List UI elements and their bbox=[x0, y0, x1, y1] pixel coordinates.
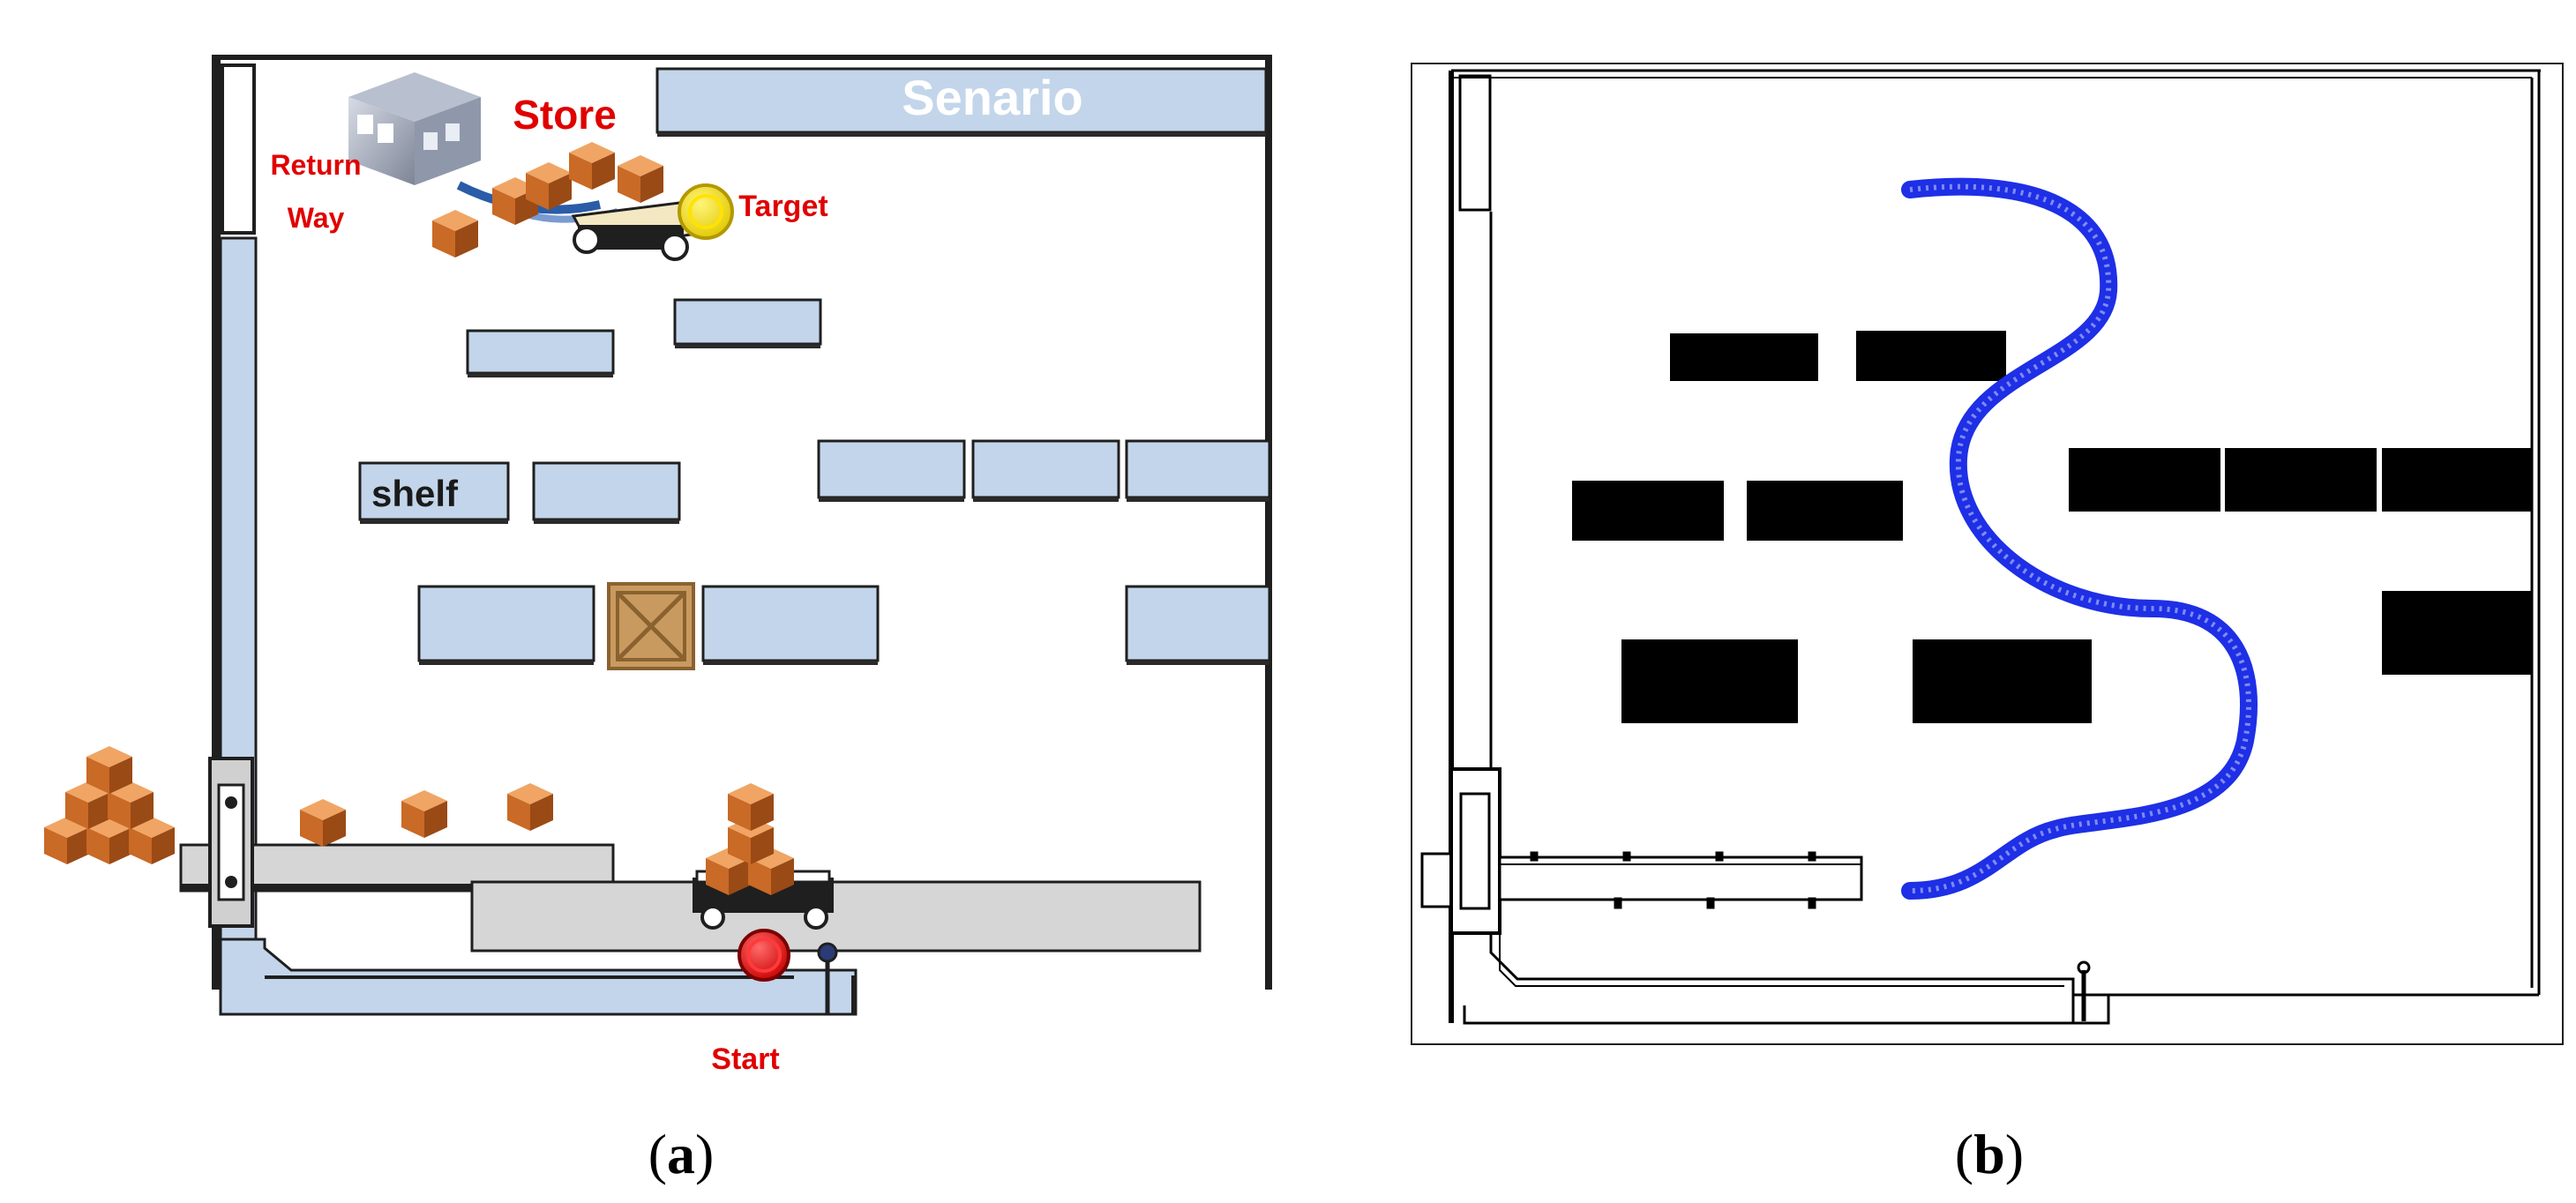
target-marker-icon bbox=[678, 183, 734, 240]
shelf-label: shelf bbox=[371, 473, 459, 514]
shelf-block bbox=[673, 298, 822, 346]
start-label: Start bbox=[711, 1042, 779, 1076]
obstacle-block bbox=[1856, 331, 2006, 381]
obstacle-block bbox=[1913, 639, 2092, 723]
planned-path bbox=[1901, 177, 2258, 900]
cart-icon bbox=[571, 201, 700, 261]
cardboard-box-icon bbox=[300, 783, 553, 847]
obstacle-block bbox=[2382, 591, 2532, 675]
store-label: Store bbox=[513, 92, 617, 138]
panel-b-conveyor bbox=[1420, 767, 1863, 935]
return-way-label-line1: Return bbox=[270, 149, 361, 181]
target-label: Target bbox=[738, 190, 827, 223]
shelf-block bbox=[466, 329, 615, 375]
start-marker-icon bbox=[738, 929, 838, 1014]
cardboard-box-icon bbox=[44, 746, 175, 864]
obstacle-block bbox=[1670, 333, 1818, 381]
panel-a-shelves bbox=[358, 298, 1271, 665]
panel-a-walls bbox=[212, 55, 1272, 1016]
return-way-label-line2: Way bbox=[288, 202, 345, 234]
obstacle-block bbox=[1621, 639, 1798, 723]
panel-b-obstacles bbox=[1572, 331, 2532, 723]
obstacle-block bbox=[2225, 448, 2377, 512]
obstacle-block bbox=[1747, 481, 1903, 541]
shelf-block bbox=[701, 585, 880, 662]
shelf-block bbox=[971, 439, 1120, 499]
obstacle-block bbox=[2382, 448, 2532, 512]
obstacle-block bbox=[2069, 448, 2220, 512]
wooden-crate-icon bbox=[607, 582, 695, 670]
shelf-block bbox=[1125, 585, 1271, 662]
conveyor bbox=[179, 757, 1202, 953]
caption-a: (a) bbox=[648, 1123, 715, 1185]
panel-a: Senario Store Return Way bbox=[44, 55, 1272, 1185]
senario-title: Senario bbox=[902, 70, 1082, 125]
shelf-block bbox=[532, 461, 681, 521]
shelf-block bbox=[358, 461, 510, 521]
cart-icon bbox=[693, 783, 834, 930]
shelf-block bbox=[817, 439, 966, 499]
panel-b: (b) bbox=[1411, 63, 2564, 1185]
obstacle-block bbox=[1572, 481, 1724, 541]
caption-b: (b) bbox=[1955, 1123, 2024, 1185]
senario-header: Senario bbox=[655, 67, 1268, 137]
shelf-block bbox=[417, 585, 595, 662]
shelf-block bbox=[1125, 439, 1271, 499]
